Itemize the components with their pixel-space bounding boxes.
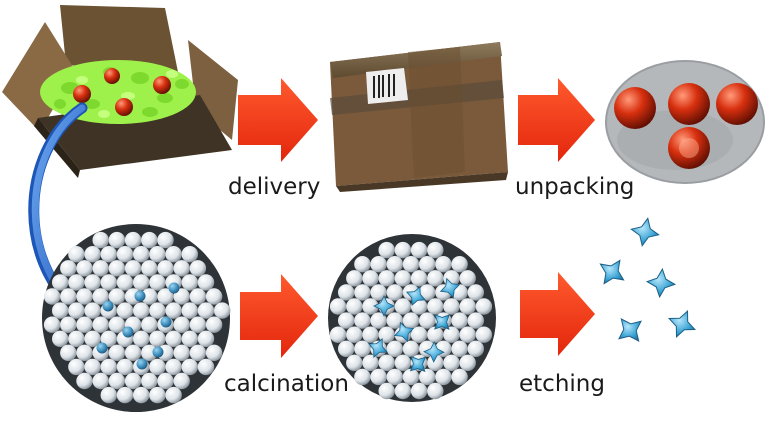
open-box-icon	[2, 5, 238, 178]
label-delivery: delivery	[228, 174, 321, 200]
right-arrow-icon	[238, 78, 318, 162]
template-before-cluster-icon	[42, 224, 231, 412]
label-calcination: calcination	[224, 371, 349, 397]
red-sphere-icon	[73, 85, 91, 103]
star-particle-icon	[599, 259, 625, 285]
template-after-cluster-icon	[328, 234, 496, 402]
right-arrow-icon	[240, 274, 318, 358]
label-etching: etching	[519, 371, 605, 397]
unpacked-spheres-icon	[605, 60, 765, 184]
right-arrow-icon	[520, 272, 595, 356]
star-particle-icon	[618, 318, 642, 342]
star-particle-icon	[667, 309, 697, 339]
red-sphere-icon	[115, 98, 133, 116]
right-arrow-icon	[518, 78, 595, 162]
red-sphere-icon	[104, 68, 120, 84]
red-sphere-icon	[153, 76, 171, 94]
released-star-particles-icon	[599, 217, 697, 342]
label-unpacking: unpacking	[515, 174, 635, 200]
star-particle-icon	[630, 217, 660, 247]
star-particle-icon	[645, 267, 677, 299]
closed-box-icon	[330, 42, 508, 192]
